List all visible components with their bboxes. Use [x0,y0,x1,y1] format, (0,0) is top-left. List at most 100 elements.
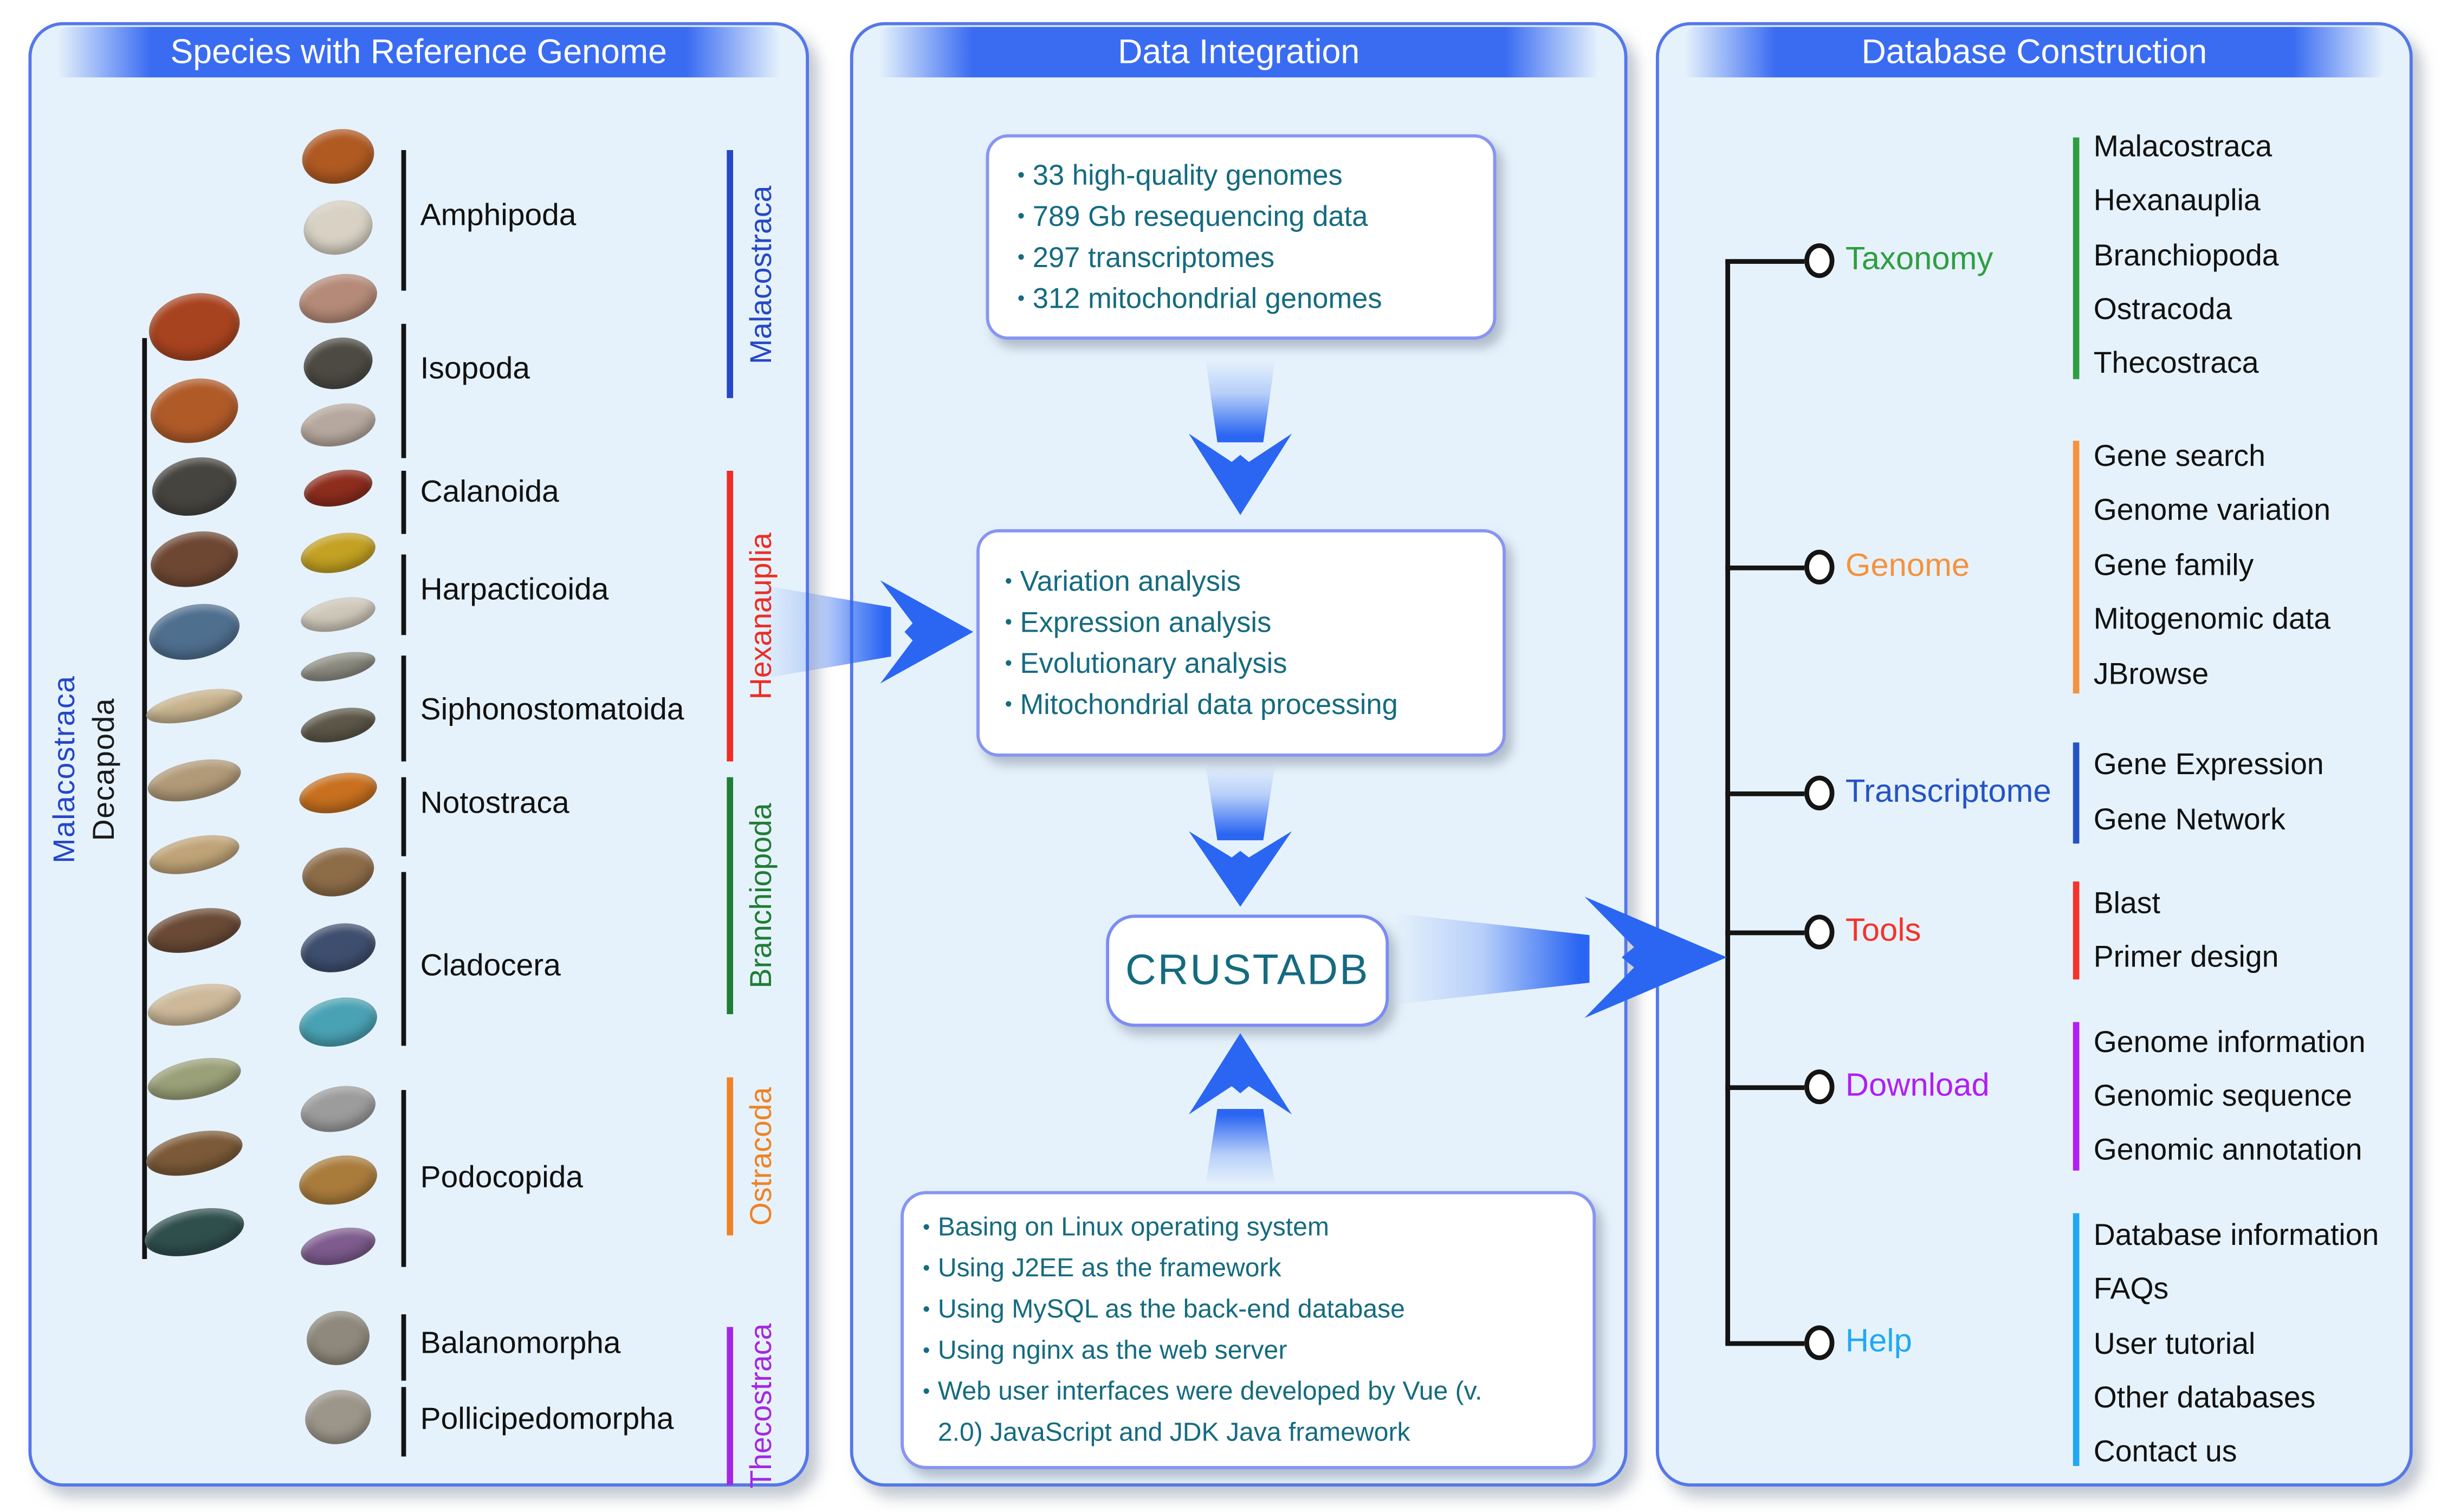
section-item: Thecostraca [2093,347,2259,381]
specimen-photo [294,990,382,1054]
bullet-item: • Basing on Linux operating system [923,1207,1580,1248]
database-construction-panel-header: Database Construction [1684,27,2385,77]
arrow-head-icon [880,580,974,684]
order-bracket [401,872,406,1046]
bullet-dot-icon: • [922,1379,930,1403]
bullet-text: Web user interfaces were developed by Vu… [937,1377,1482,1448]
tree-branch [1725,1084,1805,1089]
class-line [727,1077,733,1236]
section-item: Gene family [2093,549,2254,583]
bullet-text: Basing on Linux operating system [937,1213,1329,1242]
section-item: Database information [2093,1219,2379,1253]
bullet-text: Expression analysis [1020,606,1272,639]
specimen-photo [144,976,245,1033]
specimen-photo [297,1221,379,1271]
bullet-dot-icon: • [1005,651,1012,675]
class-label: Ostracoda [746,1087,779,1226]
side-label-malacostraca: Malacostraca [49,675,82,864]
tree-node-circle [1804,549,1835,585]
section-line [2073,1022,2079,1171]
crustadb-label: CRUSTADB [1125,946,1370,994]
specimen-photo [294,267,382,330]
order-bracket [401,470,406,534]
bullet-item: • Web user interfaces were developed by V… [923,1371,1580,1453]
bullet-text: Using J2EE as the framework [937,1254,1281,1283]
order-bracket [401,777,406,856]
tree-node-label: Transcriptome [1845,773,2051,810]
section-line [2073,440,2079,694]
specimen-photo [297,702,379,749]
bullet-dot-icon: • [1005,692,1012,716]
bullet-text: 312 mitochondrial genomes [1032,282,1382,315]
specimen-photo [300,464,376,512]
bullet-dot-icon: • [922,1215,930,1239]
section-item: FAQs [2093,1273,2169,1307]
tree-node-circle [1804,1325,1835,1360]
tree-trunk [1725,261,1731,1343]
bullet-dot-icon: • [922,1297,930,1321]
specimen-photo [145,523,243,595]
species-panel: Species with Reference Genome Malacostra… [28,22,809,1489]
order-label: Calanoida [420,475,559,510]
order-label: Pollicipedomorpha [420,1401,674,1437]
specimen-photo [146,450,242,523]
tree-branch [1725,790,1805,796]
specimen-photo [144,900,245,961]
order-label: Harpacticoida [420,573,609,608]
order-label: Siphonostomatoida [420,692,684,728]
order-bracket [401,1314,406,1381]
decapoda-bracket [142,338,147,1260]
bullet-dot-icon: • [1005,568,1012,593]
tree-branch [1725,1340,1805,1345]
order-bracket [401,150,406,291]
section-item: Other databases [2093,1382,2316,1416]
bullet-text: Evolutionary analysis [1020,647,1287,679]
specimen-photo [297,122,379,191]
specimen-photo [298,194,378,261]
data-summary-box: •33 high-quality genomes • 789 Gb resequen… [986,134,1497,340]
bullet-item: •Expression analysis [1005,602,1490,643]
data-integration-panel: Data Integration •33 high-quality genome… [850,22,1628,1487]
bullet-dot-icon: • [1017,204,1025,228]
specimen-photo [300,1384,377,1450]
bullet-item: •297 transcriptomes [1018,237,1480,278]
tree-branch [1725,930,1805,935]
bullet-item: •Mitochondrial data processing [1005,684,1490,725]
analysis-box: •Variation analysis•Expression analysis•… [976,529,1506,757]
order-label: Notostraca [420,786,569,821]
section-item: Ostracoda [2093,294,2232,327]
specimen-photo [144,752,245,809]
tree-node-circle [1804,775,1835,810]
section-item: Genome variation [2093,494,2331,528]
class-line [727,470,733,762]
tree-node-circle [1804,243,1835,278]
section-item: Primer design [2093,941,2279,975]
specimen-photo [295,766,381,820]
bullet-item: • Evolutionary analysis [1005,643,1490,684]
bullet-text: Variation analysis [1020,565,1241,598]
specimen-photo [142,1122,247,1184]
order-label: Cladocera [420,949,561,984]
arrow-head-icon [1188,1033,1292,1115]
class-line [727,1327,733,1485]
section-item: Malacostraca [2093,131,2272,165]
class-label: Thecostraca [746,1323,779,1489]
bullet-item: •33 high-quality genomes [1018,155,1480,196]
specimen-photo [296,917,380,979]
section-item: JBrowse [2093,658,2209,692]
section-line [2073,742,2079,844]
tree-node-circle [1804,914,1835,950]
specimen-photo [297,526,379,580]
specimen-photo [143,682,245,730]
class-line [727,777,733,1015]
tree-node-label: Download [1845,1067,1990,1104]
specimen-photo [297,591,379,638]
species-panel-title: Species with Reference Genome [170,32,668,70]
specimen-photo [144,371,244,451]
section-item: Blast [2093,887,2160,922]
specimen-photo [297,841,379,903]
class-label: Branchiopoda [746,803,779,989]
specimen-photo [296,1079,380,1139]
bullet-text: 789 Gb resequencing data [1032,200,1368,232]
